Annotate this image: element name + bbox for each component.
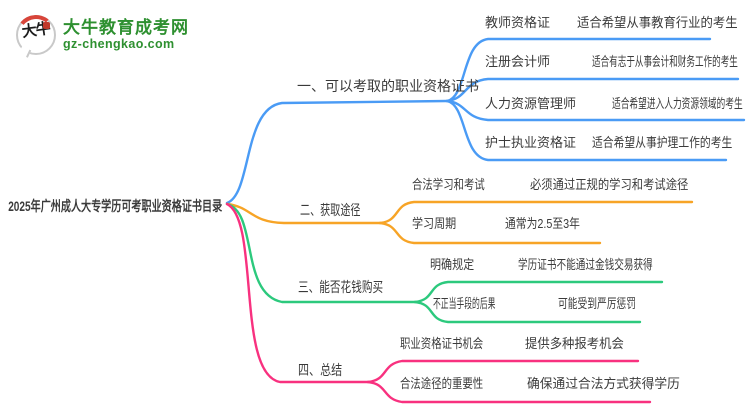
b2-item1-desc: 必须通过正规的学习和考试途径 <box>530 177 689 192</box>
branch2-label: 二、获取途径 <box>300 202 361 218</box>
b2-item1-title: 合法学习和考试 <box>412 177 485 192</box>
branch3-main-line <box>225 202 417 304</box>
branch1-lines <box>225 37 746 205</box>
b2-item2-desc: 通常为2.5至3年 <box>505 216 580 231</box>
b1-item1-title: 教师资格证 <box>485 15 551 30</box>
branch4-main-line <box>225 202 370 384</box>
b1-item4-desc: 适合希望从事护理工作的考生 <box>592 135 733 150</box>
b1-item3-desc: 适合希望进入人力资源领域的考生 <box>612 96 743 111</box>
branch3-lines <box>225 202 664 324</box>
branch2-main-line <box>225 202 382 225</box>
branch2-item2-line <box>378 221 602 245</box>
b1-item2-desc: 适合有志于从事会计和财务工作的考生 <box>592 54 738 69</box>
b3-item1-desc: 学历证书不能通过金钱交易获得 <box>518 257 653 272</box>
b2-item2-title: 学习周期 <box>412 216 457 231</box>
b3-item2-desc: 可能受到严厉惩罚 <box>558 296 637 311</box>
logo-domain: gz-chengkao.com <box>63 37 175 51</box>
branch1-item1-line <box>445 37 712 103</box>
branch2-item1-line <box>378 200 694 225</box>
b3-item2-title: 不正当手段的后果 <box>433 296 496 311</box>
logo-seal-icon <box>43 22 50 29</box>
b4-item2-title: 合法途径的重要性 <box>400 376 484 391</box>
b4-item1-title: 职业资格证书机会 <box>400 336 484 351</box>
branch1-item2-line <box>445 77 740 103</box>
branch1-item3-line <box>445 99 746 122</box>
branch4-label: 四、总结 <box>298 362 343 378</box>
site-logo: 大牛 大牛教育成考网 gz-chengkao.com <box>14 13 189 58</box>
branch4-item1-line <box>366 359 640 384</box>
b1-item4-title: 护士执业资格证 <box>485 135 577 150</box>
central-topic: 2025年广州成人大专学历可考职业资格证书目录 <box>8 198 222 214</box>
b3-item1-title: 明确规定 <box>430 257 475 272</box>
branch2-lines <box>225 200 694 245</box>
branch4-lines <box>225 202 652 404</box>
logo-title: 大牛教育成考网 <box>63 18 189 37</box>
b4-item1-desc: 提供多种报考机会 <box>525 336 624 351</box>
b1-item1-desc: 适合希望从事教育行业的考生 <box>577 15 738 30</box>
b1-item2-title: 注册会计师 <box>485 54 551 69</box>
branch3-item1-line <box>413 280 664 304</box>
branch1-label: 一、可以考取的职业资格证书 <box>297 78 479 94</box>
branch1-item4-line <box>445 99 728 162</box>
branch4-item2-line <box>366 380 652 404</box>
branch3-label: 三、能否花钱购买 <box>298 279 384 295</box>
bran3-item2-line <box>413 300 642 324</box>
daniu-logo-icon: 大牛 <box>14 13 58 58</box>
logo-text: 大牛教育成考网 gz-chengkao.com <box>63 18 189 52</box>
b4-item2-desc: 确保通过合法方式获得学历 <box>527 376 680 391</box>
b1-item3-title: 人力资源管理师 <box>485 96 577 111</box>
branch1-main-line <box>225 99 449 205</box>
